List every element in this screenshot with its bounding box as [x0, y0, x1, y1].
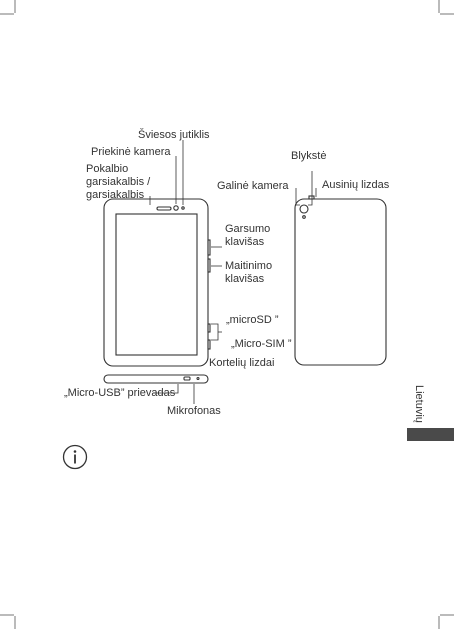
front-screen — [115, 213, 198, 356]
label-micro-usb: „Micro-USB” prievadas — [64, 387, 176, 399]
label-rear-camera: Galinė kamera — [217, 180, 289, 192]
power-key — [207, 258, 211, 273]
earpiece-slot — [156, 206, 172, 211]
label-power: Maitinimo klavišas — [225, 260, 273, 285]
volume-key — [207, 239, 211, 256]
microsim-slot — [207, 339, 211, 350]
language-tab — [407, 428, 454, 441]
front-body — [103, 198, 209, 367]
label-card-slots: Kortelių lizdai — [209, 357, 275, 369]
label-volume: Garsumo klavišas — [225, 223, 271, 248]
info-circle-icon — [62, 444, 88, 470]
bottom-edge — [103, 374, 209, 384]
headset-jack — [308, 195, 315, 200]
light-sensor-dot — [181, 206, 185, 210]
label-microsim: „Micro-SIM ” — [231, 338, 292, 350]
label-flash: Blykstė — [291, 150, 327, 162]
flash-dot — [302, 215, 306, 219]
microsd-slot — [207, 323, 211, 333]
front-camera-lens — [173, 205, 179, 211]
back-device — [294, 195, 387, 366]
label-earpiece: Pokalbio garsiakalbis / garsiakalbis — [86, 163, 151, 201]
leader-lines — [149, 140, 317, 404]
front-device — [103, 198, 211, 367]
label-microphone: Mikrofonas — [167, 405, 221, 417]
label-headset-jack: Ausinių lizdas — [322, 179, 390, 191]
label-microsd: „microSD ” — [226, 314, 279, 326]
rear-camera-lens — [299, 204, 309, 214]
label-front-camera: Priekinė kamera — [91, 146, 171, 158]
language-tab-label: Lietuvių — [413, 385, 425, 423]
label-light-sensor: Šviesos jutiklis — [138, 129, 210, 141]
